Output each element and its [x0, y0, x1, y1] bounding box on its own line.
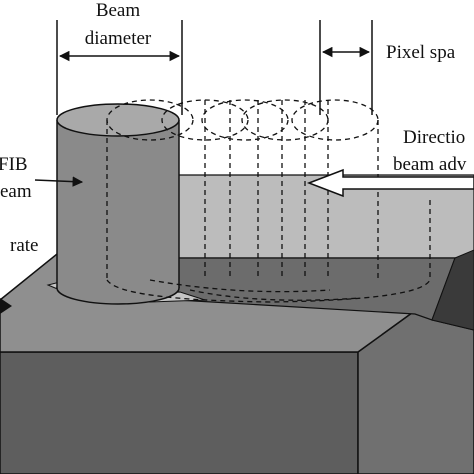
substrate-pointer-arrow — [0, 298, 12, 314]
direction-label-line2: beam adv — [393, 154, 467, 175]
fib-label-line1: FIB — [0, 154, 28, 175]
direction-arrow — [306, 168, 474, 198]
direction-label-line1: Directio — [403, 127, 465, 148]
pixel-spacing-dimension — [319, 20, 373, 115]
beam-diameter-label-line1: Beam — [96, 0, 141, 21]
trench-channel — [431, 249, 474, 331]
fib-pointer-arrow — [34, 176, 84, 187]
substrate-label: rate — [10, 235, 38, 256]
beam-diameter-label-line2: diameter — [85, 28, 152, 49]
beam-diameter-dimension — [56, 20, 183, 115]
fib-beam-cylinder — [56, 103, 180, 305]
fib-label-line2: eam — [0, 181, 32, 202]
pixel-spacing-label: Pixel spa — [386, 42, 456, 63]
dashed-beam-positions — [106, 99, 431, 303]
substrate-block-front — [0, 351, 359, 474]
